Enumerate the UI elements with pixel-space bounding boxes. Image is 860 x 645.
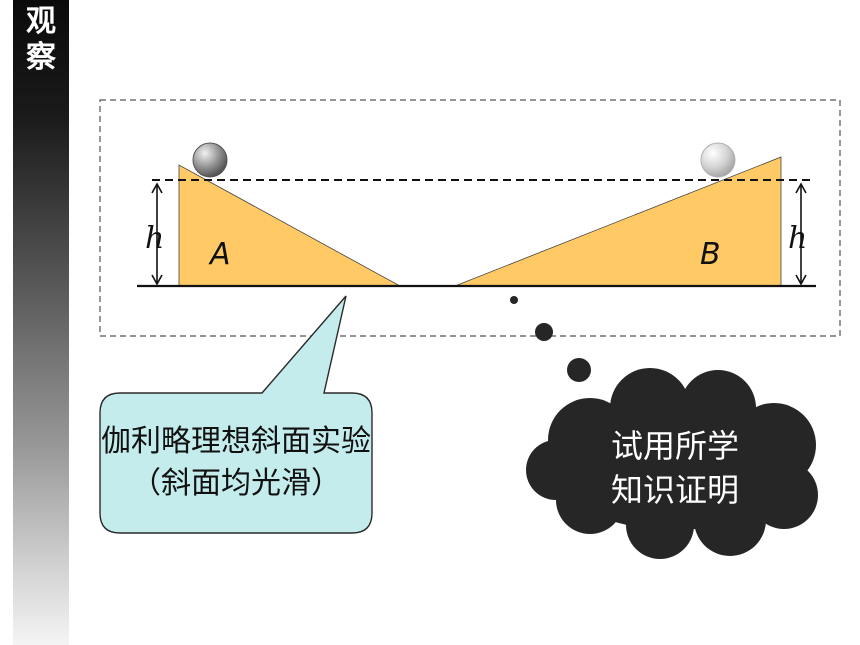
thought-cloud-line1: 试用所学 <box>610 427 739 465</box>
label-b: B <box>700 237 721 272</box>
dashed-frame <box>99 99 841 337</box>
side-title-line1: 观 <box>26 4 56 39</box>
height-label-right: h <box>788 221 807 256</box>
side-title: 观 察 <box>13 4 69 76</box>
speech-bubble-text: 伽利略理想斜面实验（斜面均光滑） <box>101 424 371 501</box>
incline-b <box>454 156 782 287</box>
thought-cloud-line2: 知识证明 <box>610 471 739 509</box>
thought-dot-small <box>510 296 518 304</box>
ball-a <box>192 142 228 178</box>
thought-cloud <box>526 368 818 559</box>
thought-dot-medium <box>535 323 553 341</box>
thought-cloud-text: 试用所学 知识证明 <box>560 418 790 518</box>
right-height-arrow <box>795 182 807 286</box>
thought-dot-large <box>567 358 591 382</box>
label-a: A <box>208 237 231 272</box>
ball-b <box>700 142 736 178</box>
speech-bubble <box>99 295 373 534</box>
side-title-line2: 察 <box>26 40 56 75</box>
left-height-arrow <box>151 182 163 286</box>
height-label-left: h <box>145 221 164 256</box>
side-gradient-bar <box>13 0 69 645</box>
